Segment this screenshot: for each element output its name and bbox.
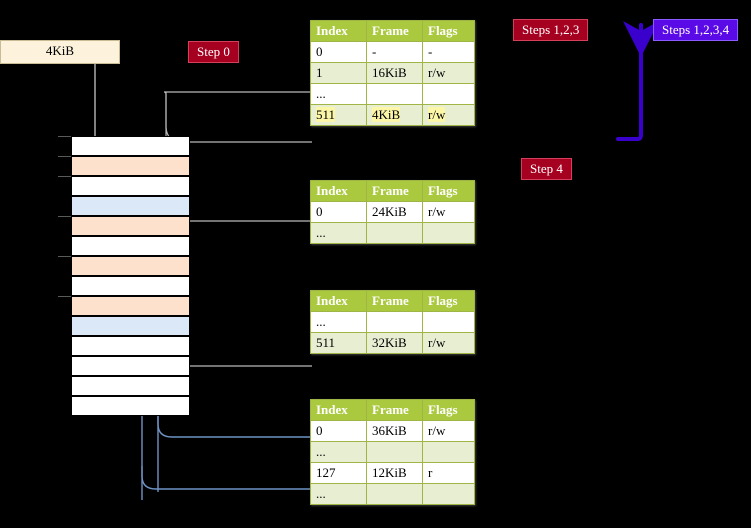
cell-frame <box>366 222 423 244</box>
cell-frame: 16KiB <box>366 62 423 84</box>
memory-frame-row <box>71 256 190 276</box>
page-table-row: 0-- <box>310 41 475 63</box>
connector-blue-t4-127 <box>141 466 312 490</box>
cell-flags: r/w <box>422 62 475 84</box>
cell-flags <box>422 441 475 463</box>
cell-frame: - <box>366 41 423 63</box>
memory-tick <box>58 176 71 177</box>
cell-index: ... <box>310 83 367 105</box>
column-header-frame: Frame <box>366 399 423 421</box>
cell-index: ... <box>310 483 367 505</box>
memory-frame-row <box>71 176 190 196</box>
cell-index: 0 <box>310 420 367 442</box>
column-header-index: Index <box>310 20 367 42</box>
memory-tick <box>58 296 71 297</box>
memory-frame-row <box>71 396 190 416</box>
badge-step-4: Step 4 <box>521 158 572 180</box>
cell-flags: r/w <box>422 420 475 442</box>
physical-memory-column <box>71 136 190 416</box>
column-header-frame: Frame <box>366 180 423 202</box>
cell-index: 1 <box>310 62 367 84</box>
cell-frame <box>366 83 423 105</box>
column-header-index: Index <box>310 399 367 421</box>
column-header-flags: Flags <box>422 290 475 312</box>
memory-tick <box>58 256 71 257</box>
frame-size-box: 4KiB <box>0 40 120 64</box>
cell-index: ... <box>310 311 367 333</box>
column-header-flags: Flags <box>422 20 475 42</box>
page-table-row: ... <box>310 83 475 105</box>
cell-flags: r/w <box>422 332 475 354</box>
purple-bracket-arrow <box>616 21 659 141</box>
page-table-row: ... <box>310 222 475 244</box>
cell-index: 511 <box>310 332 367 354</box>
memory-frame-row <box>71 216 190 236</box>
cell-flags <box>422 311 475 333</box>
cell-frame: 4KiB <box>366 104 423 126</box>
cell-frame: 36KiB <box>366 420 423 442</box>
cell-frame: 12KiB <box>366 462 423 484</box>
cell-flags: r/w <box>422 104 475 126</box>
badge-steps-1234: Steps 1,2,3,4 <box>653 19 739 41</box>
cell-flags: r/w <box>422 201 475 223</box>
column-header-index: Index <box>310 290 367 312</box>
cell-frame: 24KiB <box>366 201 423 223</box>
cell-index: 127 <box>310 462 367 484</box>
cell-index: ... <box>310 441 367 463</box>
memory-frame-row <box>71 356 190 376</box>
cell-flags: - <box>422 41 475 63</box>
memory-frame-row <box>71 316 190 336</box>
cell-frame <box>366 441 423 463</box>
memory-frame-row <box>71 296 190 316</box>
cell-frame <box>366 311 423 333</box>
memory-frame-row <box>71 336 190 356</box>
cell-index: 0 <box>310 41 367 63</box>
connector-blue-t4-0 <box>157 412 312 438</box>
memory-tick <box>58 136 71 137</box>
memory-frame-row <box>71 236 190 256</box>
memory-frame-row <box>71 156 190 176</box>
column-header-frame: Frame <box>366 290 423 312</box>
memory-frame-row <box>71 196 190 216</box>
cell-flags <box>422 483 475 505</box>
page-table-row: ... <box>310 311 475 333</box>
column-header-frame: Frame <box>366 20 423 42</box>
column-header-index: Index <box>310 180 367 202</box>
badge-step-0: Step 0 <box>188 41 239 63</box>
memory-frame-row <box>71 136 190 156</box>
column-header-flags: Flags <box>422 180 475 202</box>
cell-index: 0 <box>310 201 367 223</box>
cell-flags <box>422 222 475 244</box>
memory-tick <box>58 156 71 157</box>
memory-frame-row <box>71 276 190 296</box>
memory-tick <box>58 216 71 217</box>
cell-flags <box>422 83 475 105</box>
page-table-row: ... <box>310 441 475 463</box>
cell-frame: 32KiB <box>366 332 423 354</box>
cell-index: ... <box>310 222 367 244</box>
column-header-flags: Flags <box>422 399 475 421</box>
page-table-row: ... <box>310 483 475 505</box>
cell-index: 511 <box>310 104 367 126</box>
cell-frame <box>366 483 423 505</box>
memory-frame-row <box>71 376 190 396</box>
badge-steps-123: Steps 1,2,3 <box>513 19 589 41</box>
cell-flags: r <box>422 462 475 484</box>
